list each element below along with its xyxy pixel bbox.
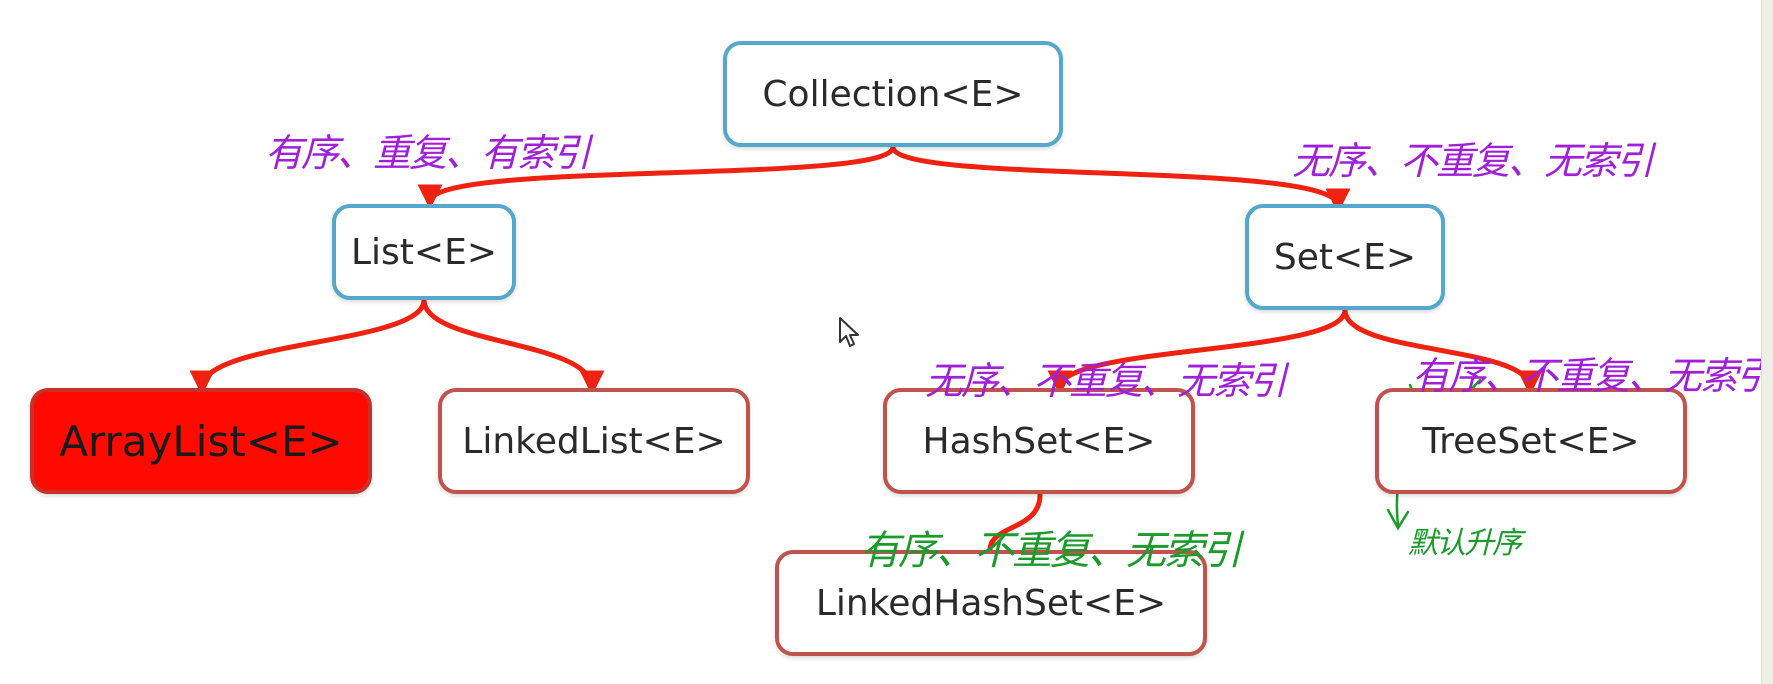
- node-hashset-label: HashSet<E>: [922, 420, 1156, 462]
- node-linkedlist: LinkedList<E>: [438, 388, 750, 494]
- node-set-label: Set<E>: [1273, 236, 1417, 278]
- edge-list-arraylist: [189, 297, 427, 396]
- note-treeset-default-order: 默认升序: [1408, 526, 1522, 561]
- note-set-properties: 无序、不重复、无索引: [1292, 139, 1654, 183]
- edge-collection-list: [417, 144, 896, 210]
- node-set: Set<E>: [1245, 204, 1445, 310]
- node-treeset: TreeSet<E>: [1375, 388, 1687, 494]
- node-arraylist: ArrayList<E>: [30, 388, 372, 494]
- node-linkedhashset-label: LinkedHashSet<E>: [815, 582, 1167, 624]
- node-arraylist-label: ArrayList<E>: [59, 416, 343, 466]
- note-linkedhashset-properties: 有序、不重复、无索引: [860, 528, 1242, 574]
- edge-collection-set: [890, 144, 1351, 214]
- node-treeset-label: TreeSet<E>: [1422, 420, 1640, 462]
- node-collection-label: Collection<E>: [762, 73, 1024, 115]
- edge-list-linkedlist: [421, 297, 605, 396]
- mouse-cursor-icon: [839, 317, 859, 347]
- node-collection: Collection<E>: [723, 41, 1063, 147]
- note-treeset-properties: 有序、不重复、无索引: [1412, 354, 1773, 398]
- node-linkedhashset: LinkedHashSet<E>: [775, 550, 1207, 656]
- node-linkedlist-label: LinkedList<E>: [462, 420, 726, 462]
- node-list-label: List<E>: [350, 231, 497, 273]
- node-hashset: HashSet<E>: [883, 388, 1195, 494]
- note-hashset-properties: 无序、不重复、无索引: [925, 359, 1287, 403]
- edge-set-treeset: [1342, 307, 1543, 396]
- edge-set-hashset: [1047, 307, 1348, 396]
- right-scrollbar[interactable]: [1761, 0, 1773, 684]
- edge-hashset-linkedhashset: [987, 492, 1043, 553]
- node-list: List<E>: [332, 204, 516, 300]
- note-list-properties: 有序、重复、有索引: [265, 131, 591, 175]
